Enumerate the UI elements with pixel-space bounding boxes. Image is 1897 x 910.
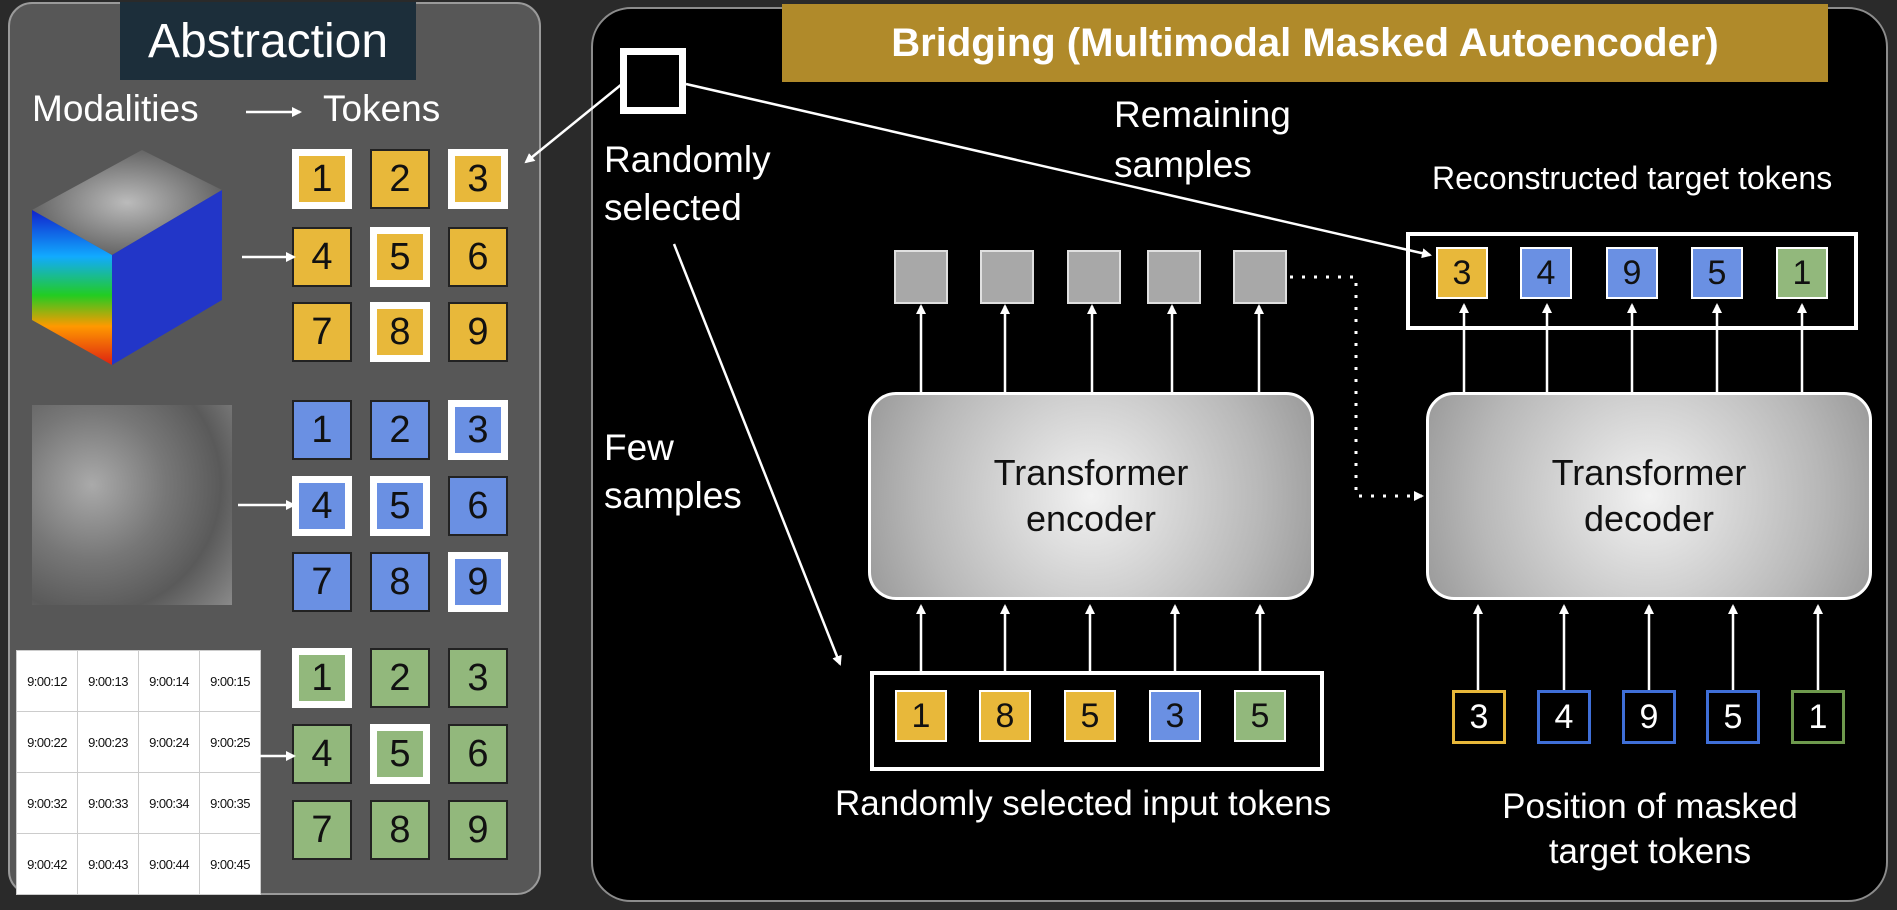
- masked-position-token: 3: [1452, 690, 1506, 744]
- green-token: 4: [292, 724, 352, 784]
- yellow-token: 3: [448, 149, 508, 209]
- reconstructed-label: Reconstructed target tokens: [1432, 160, 1833, 196]
- reconstructed-token: 1: [1776, 247, 1828, 299]
- encoder-output-token: [894, 250, 948, 304]
- timestamp-cell: 9:00:13: [77, 650, 139, 712]
- green-token: 9: [448, 800, 508, 860]
- reconstructed-token: 4: [1520, 247, 1572, 299]
- hyperspectral-cube-image: [32, 150, 222, 365]
- masked-position-token: 9: [1622, 690, 1676, 744]
- green-token: 8: [370, 800, 430, 860]
- yellow-token: 8: [370, 302, 430, 362]
- input-tokens-frame: [870, 671, 1324, 771]
- input-token: 1: [895, 690, 947, 742]
- encoder-output-token: [1147, 250, 1201, 304]
- blue-token: 1: [292, 400, 352, 460]
- marker-to-grid-arrow: [524, 83, 623, 164]
- blue-token: 7: [292, 552, 352, 612]
- blue-token: 5: [370, 476, 430, 536]
- encoder-output-token: [1067, 250, 1121, 304]
- timestamp-cell: 9:00:33: [77, 772, 139, 834]
- timestamp-cell: 9:00:45: [199, 833, 261, 895]
- green-token: 7: [292, 800, 352, 860]
- reconstructed-token: 5: [1691, 247, 1743, 299]
- yellow-token: 6: [448, 227, 508, 287]
- timestamp-cell: 9:00:15: [199, 650, 261, 712]
- timestamp-cell: 9:00:43: [77, 833, 139, 895]
- blue-token: 6: [448, 476, 508, 536]
- few-samples-arrow: [672, 243, 842, 666]
- yellow-token: 5: [370, 227, 430, 287]
- green-token: 5: [370, 724, 430, 784]
- abstraction-title: Abstraction: [120, 2, 416, 80]
- lunar-grayscale-image: [32, 405, 232, 605]
- masked-position-token: 4: [1537, 690, 1591, 744]
- blue-token: 3: [448, 400, 508, 460]
- timestamp-cell: 9:00:12: [16, 650, 78, 712]
- masked-position-token: 5: [1706, 690, 1760, 744]
- encoder-to-decoder-dotted-arrow: [1290, 275, 1424, 501]
- input-tokens-label: Randomly selected input tokens: [835, 784, 1332, 823]
- input-token: 5: [1064, 690, 1116, 742]
- green-token: 1: [292, 648, 352, 708]
- yellow-token: 7: [292, 302, 352, 362]
- timestamp-cell: 9:00:24: [138, 711, 200, 773]
- reconstructed-token: 3: [1436, 247, 1488, 299]
- remaining-samples-arrow: [685, 82, 1432, 259]
- green-token: 6: [448, 724, 508, 784]
- green-token: 2: [370, 648, 430, 708]
- timestamp-cell: 9:00:44: [138, 833, 200, 895]
- masked-position-token: 1: [1791, 690, 1845, 744]
- timestamp-cell: 9:00:32: [16, 772, 78, 834]
- yellow-token: 1: [292, 149, 352, 209]
- encoder-output-token: [1233, 250, 1287, 304]
- blue-token: 2: [370, 400, 430, 460]
- yellow-token: 9: [448, 302, 508, 362]
- input-token: 5: [1234, 690, 1286, 742]
- timestamp-cell: 9:00:23: [77, 711, 139, 773]
- green-token: 3: [448, 648, 508, 708]
- timestamp-cell: 9:00:14: [138, 650, 200, 712]
- tokens-label: Tokens: [323, 88, 441, 129]
- blue-token: 9: [448, 552, 508, 612]
- modalities-label: Modalities: [32, 88, 199, 129]
- selection-marker-icon: [620, 48, 686, 114]
- input-token: 8: [979, 690, 1031, 742]
- yellow-token: 2: [370, 149, 430, 209]
- blue-token: 8: [370, 552, 430, 612]
- reconstructed-token: 9: [1606, 247, 1658, 299]
- timestamp-cell: 9:00:34: [138, 772, 200, 834]
- input-token: 3: [1149, 690, 1201, 742]
- blue-token: 4: [292, 476, 352, 536]
- bridging-title: Bridging (Multimodal Masked Autoencoder): [782, 4, 1828, 82]
- timestamp-cell: 9:00:25: [199, 711, 261, 773]
- encoder-output-token: [980, 250, 1034, 304]
